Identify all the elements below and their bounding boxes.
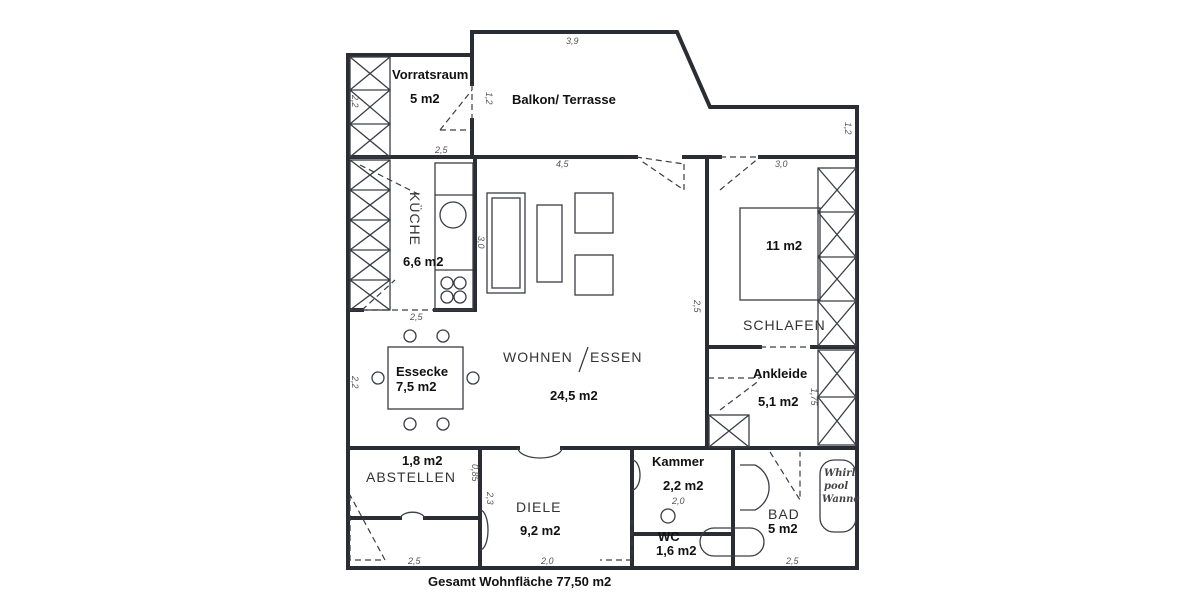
room-area-bad: 5 m2 [768,521,798,536]
dining-table-icon [387,346,464,410]
room-label-schlafen: SCHLAFEN [743,317,826,333]
dim-vorrat-bottom: 2,5 [434,145,449,155]
room-area-diele: 9,2 m2 [520,523,560,538]
walls [346,30,859,570]
dim-wohnen-top: 4,5 [556,159,570,169]
dim-balkon-top: 3,9 [566,36,579,46]
armchair-icon [574,254,614,296]
room-label-kammer: Kammer [652,454,704,469]
room-label-diele: DIELE [516,499,561,515]
room-label-ankleide: Ankleide [753,366,807,381]
room-label-kueche: KÜCHE [407,192,424,246]
total-area: Gesamt Wohnfläche 77,50 m2 [428,574,611,589]
toilet-icon [660,508,676,524]
dim-left-side: 2,2 [350,94,360,108]
bathtub-icon [699,527,765,557]
dim-wc-top: 2,0 [671,496,685,506]
chairs-icon [371,329,480,431]
whirlpool-icon [819,459,857,533]
sink-icon [439,201,467,229]
whirlpool-label-2: pool [824,481,848,492]
room-label-essecke: Essecke [396,364,448,379]
room-label-bad: BAD [768,506,800,522]
dim-vorrat-side: 1,2 [484,92,494,105]
kitchen-counter [434,162,474,311]
dim-balkon-side: 1,2 [843,122,853,135]
dim-bottom-left: 2,5 [407,556,422,566]
dim-diele-side: 2,3 [485,491,495,505]
dim-wohnen-side: 2,5 [692,299,702,314]
room-area-kammer: 2,2 m2 [663,478,703,493]
stove-icon [440,276,467,304]
dim-essecke-side: 2,2 [350,375,360,389]
dim-schlafen-top: 3,0 [775,159,788,169]
doors [349,84,812,561]
washbasin-icon [740,464,770,511]
room-label-balkon: Balkon/ Terrasse [512,92,616,107]
table-icon [536,204,563,283]
wardrobes [348,56,857,448]
slash-divider [578,346,589,373]
room-area-ankleide: 5,1 m2 [758,394,798,409]
room-area-abstellen: 1,8 m2 [402,453,442,468]
dim-bottom-mid: 2,0 [540,556,554,566]
room-area-kueche: 6,6 m2 [403,254,443,269]
room-area-wohnen: 24,5 m2 [550,388,598,403]
armchair-icon [574,192,614,234]
room-area-schlafen: 11 m2 [766,238,802,253]
dim-kueche-bottom: 2,5 [409,312,424,322]
room-area-essecke: 7,5 m2 [396,379,436,394]
whirlpool-label-1: Whirl [824,468,856,479]
bed-icon [739,207,821,301]
sofa-icon [486,192,526,294]
dim-abstellen-side: 0,85 [470,464,480,483]
dim-kueche-side: 3,0 [476,236,486,249]
dimension-labels: 3,9 2,5 4,5 3,0 3,0 2,5 2,2 2,5 0,85 2,3… [350,36,853,566]
room-label-essen: ESSEN [590,349,642,365]
whirlpool-label-3: Wanne [822,494,860,505]
room-label-wohnen: WOHNEN [503,349,573,365]
room-area-vorrat: 5 m2 [410,91,440,106]
dim-bottom-right: 2,5 [785,556,800,566]
room-label-abstellen: ABSTELLEN [366,469,456,485]
room-area-wc: 1,6 m2 [656,543,696,558]
room-label-vorrat: Vorratsraum [392,67,468,82]
room-label-wc: WC [658,529,680,544]
dim-ankleide-side: 1,75 [809,388,819,407]
living-furniture [371,192,857,557]
